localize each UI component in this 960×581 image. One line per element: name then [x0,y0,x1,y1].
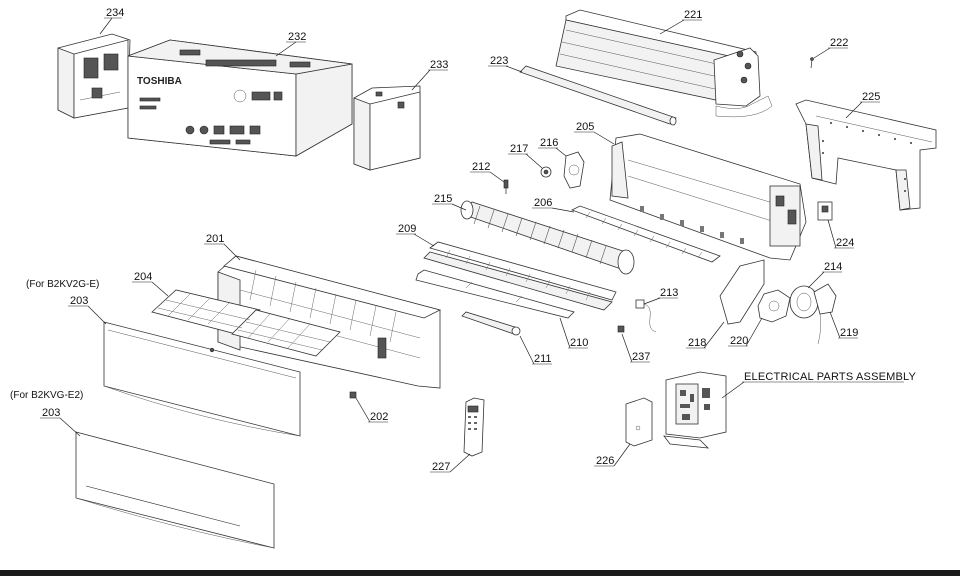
part-214-fan-motor [789,285,819,319]
part-211-drain-hose [461,311,521,336]
callout-237: 237 [632,351,650,363]
callout-218: 218 [688,337,706,349]
part-226-terminal-cover [625,397,653,447]
part-227-remote-control [463,397,485,457]
part-213-sensor [635,299,657,333]
part-205-chassis [609,133,807,261]
callout-209: 209 [398,223,416,235]
callout-224: 224 [836,237,854,249]
callout-214: 214 [824,261,842,273]
callout-211: 211 [534,353,552,365]
part-221-heat-exchanger [555,9,773,118]
box-brand-logo: TOSHIBA [137,76,182,87]
callout-201: 201 [206,233,224,245]
callout-226: 226 [596,455,614,467]
part-222-screw [810,57,814,69]
callout-234: 234 [106,7,124,19]
bottom-bar [0,570,960,576]
callout-223: 223 [490,55,508,67]
callout-206: 206 [534,197,552,209]
part-237-screw [617,325,625,333]
callout-210: 210 [570,337,588,349]
part-218-bracket [719,259,765,325]
callout-212: 212 [472,161,490,173]
part-204-air-filters [151,289,341,357]
part-220-motor-holder [757,289,791,323]
part-206-louver-assembly [570,205,721,263]
callout-217: 217 [510,143,528,155]
part-212-screw [503,179,509,194]
callout-232: 232 [288,31,306,43]
part-202-screw [349,391,357,399]
part-219-motor-cover [813,283,837,345]
callout-219: 219 [840,327,858,339]
model-note-b2kv2g-e: (For B2KV2G-E) [26,279,99,290]
part-215-cross-flow-fan [460,200,635,275]
callout-204: 204 [134,271,152,283]
callout-216: 216 [540,137,558,149]
part-234-packing-end-cap [57,33,131,119]
callout-222: 222 [830,37,848,49]
callout-215: 215 [434,193,452,205]
part-216-bearing-holder [563,151,585,189]
electrical-parts-assembly-label: ELECTRICAL PARTS ASSEMBLY [744,371,917,383]
part-217-bearing [540,166,552,178]
callout-233: 233 [430,59,448,71]
callout-220: 220 [730,335,748,347]
part-225-mounting-plate [795,99,937,211]
callout-203-a: 203 [70,295,88,307]
callout-205: 205 [576,121,594,133]
part-224-clip [817,201,833,221]
part-209-drain-pan [423,241,617,311]
part-203-front-cover-vg-e2 [75,431,275,549]
callout-221: 221 [684,9,702,21]
callout-213: 213 [660,287,678,299]
part-223-pipe [519,65,677,126]
callout-227: 227 [432,461,450,473]
callout-202: 202 [370,411,388,423]
model-note-b2kvg-e2: (For B2KVG-E2) [10,390,83,401]
part-232-packing-box: TOSHIBA [127,39,353,157]
part-203-front-cover-v2g [103,321,301,437]
callout-203-b: 203 [42,407,60,419]
callout-225: 225 [862,91,880,103]
part-233-packing-end-cap [353,85,421,171]
part-210-flap [415,269,575,319]
part-electrical-assembly [663,371,727,449]
